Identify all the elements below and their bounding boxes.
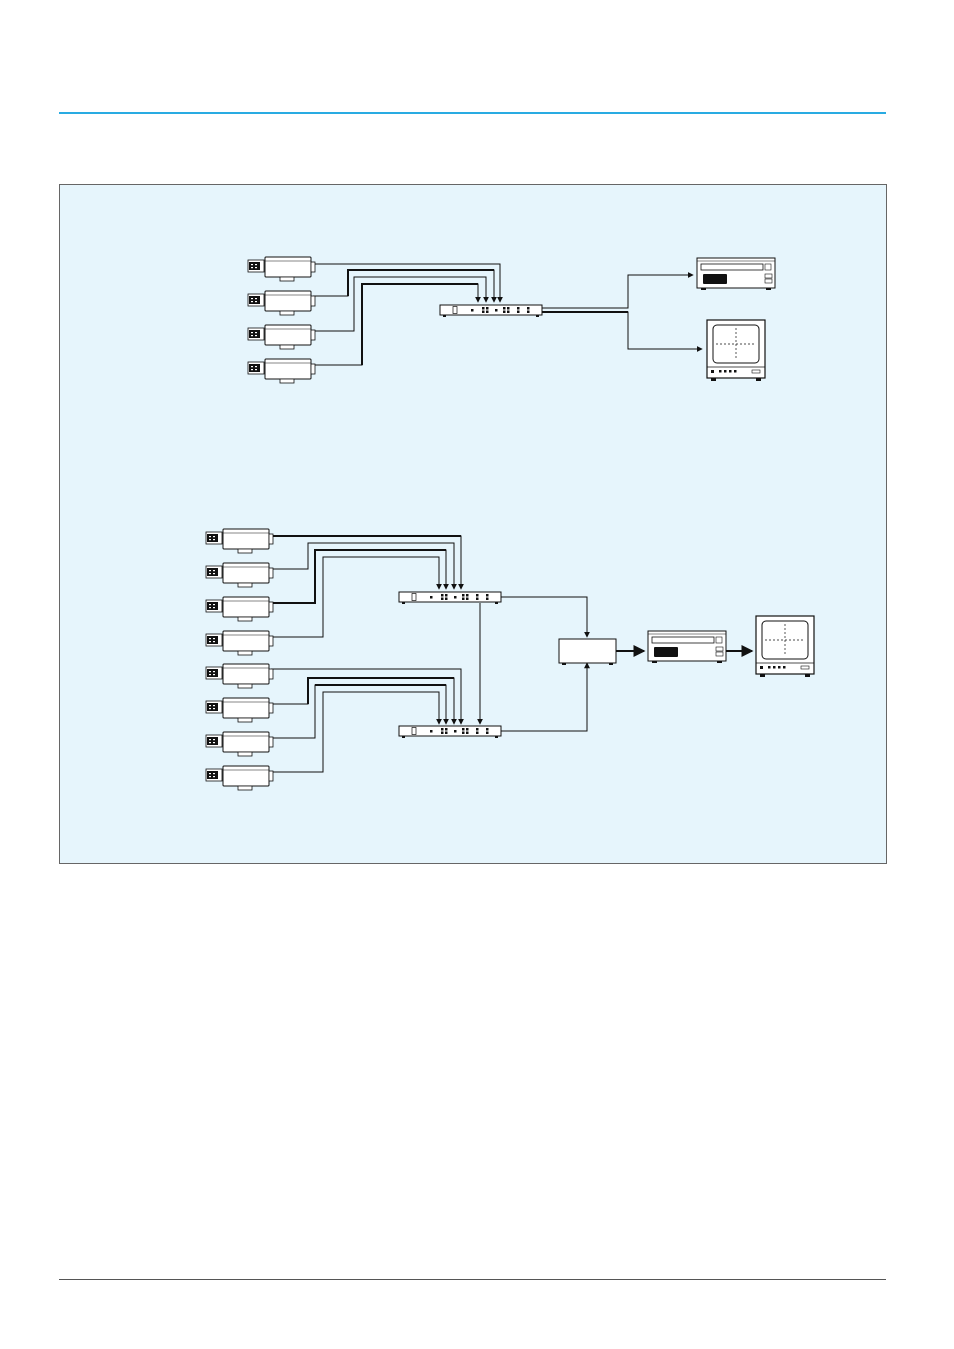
switcher-icon [440, 305, 542, 317]
vcr-icon [697, 258, 775, 290]
header-rule [59, 112, 886, 114]
vcr-icon [648, 631, 726, 663]
camera-icon [206, 631, 273, 655]
camera-icon [248, 359, 315, 383]
connection-diagrams [60, 185, 886, 863]
diagram-panel [59, 184, 887, 864]
camera-icon [206, 563, 273, 587]
camera-icon [248, 257, 315, 281]
sequencer-box [559, 639, 616, 665]
monitor-icon [756, 616, 814, 677]
camera-icon [206, 766, 273, 790]
switcher-icon [399, 726, 501, 738]
camera-icon [248, 291, 315, 315]
camera-icon [206, 698, 273, 722]
camera-icon [248, 325, 315, 349]
camera-icon [206, 529, 273, 553]
monitor-icon [707, 320, 765, 381]
camera-icon [206, 597, 273, 621]
camera-icon [206, 732, 273, 756]
switcher-icon [399, 592, 501, 604]
upper-system [248, 257, 775, 383]
footer-rule [59, 1279, 886, 1280]
camera-icon [206, 664, 273, 688]
lower-system [206, 529, 814, 790]
